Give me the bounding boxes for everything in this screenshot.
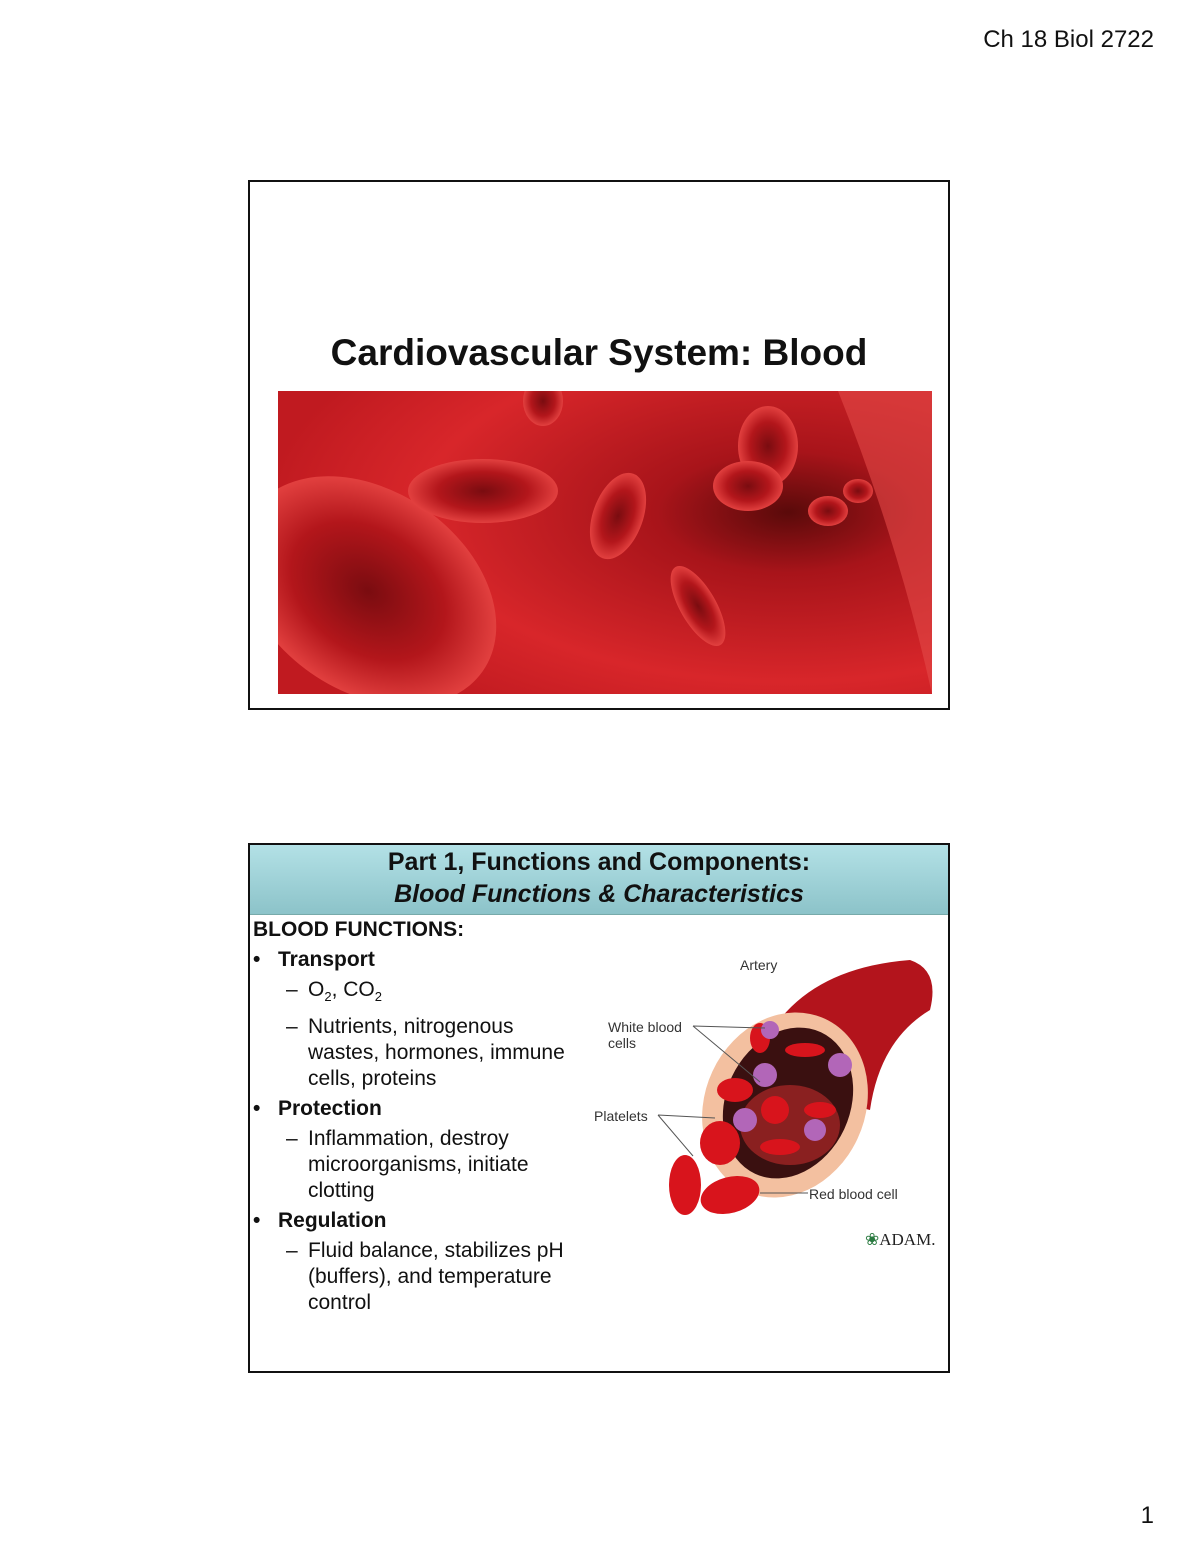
label-red-blood-cell: Red blood cell xyxy=(809,1186,898,1202)
slide-title-text: Cardiovascular System: Blood xyxy=(330,332,868,373)
course-label: Ch 18 Biol 2722 xyxy=(983,26,1154,53)
sub-bullet: –Fluid balance, stabilizes pH (buffers),… xyxy=(253,1238,583,1316)
sub-bullet: –Nutrients, nitrogenous wastes, hormones… xyxy=(253,1014,583,1092)
slide-blood-functions: Part 1, Functions and Components: Blood … xyxy=(248,843,950,1373)
sub-bullet: –Inflammation, destroy microorganisms, i… xyxy=(253,1126,583,1204)
functions-list: BLOOD FUNCTIONS: •Transport –O2, CO2 –Nu… xyxy=(253,917,583,1316)
label-white-blood-cells: White blood cells xyxy=(608,1019,682,1051)
slide-title-line2: Blood Functions & Characteristics xyxy=(394,880,804,908)
sub-bullet-text: Inflammation, destroy microorganisms, in… xyxy=(308,1127,529,1203)
bullet-label: Protection xyxy=(278,1097,382,1121)
bullet-transport: •Transport xyxy=(253,948,375,971)
bullet-label: Transport xyxy=(278,948,375,971)
sub-bullet-text: O2, CO2 xyxy=(308,978,382,1005)
bullet-label: Regulation xyxy=(278,1209,387,1233)
artery-illustration xyxy=(657,960,933,1215)
sub-bullet-text: Nutrients, nitrogenous wastes, hormones,… xyxy=(308,1015,565,1091)
slide-title-line1: Part 1, Functions and Components: xyxy=(387,848,811,876)
label-artery: Artery xyxy=(740,957,778,973)
blood-vessel-image xyxy=(278,391,932,694)
section-heading: BLOOD FUNCTIONS: xyxy=(253,918,465,941)
adam-logo: ❀ADAM. xyxy=(865,1230,936,1249)
bullet-regulation: •Regulation xyxy=(253,1209,387,1233)
slide-header: Part 1, Functions and Components: Blood … xyxy=(250,845,948,915)
label-platelets: Platelets xyxy=(594,1108,648,1124)
page-number: 1 xyxy=(1140,1502,1154,1529)
sub-bullet-text: Fluid balance, stabilizes pH (buffers), … xyxy=(308,1239,564,1315)
bullet-protection: •Protection xyxy=(253,1097,382,1121)
sub-bullet: –O2, CO2 xyxy=(253,977,583,1010)
artery-diagram: Artery White blood cells Platelets Red b… xyxy=(580,940,950,1260)
slide-title: Cardiovascular System: Blood xyxy=(248,180,950,710)
